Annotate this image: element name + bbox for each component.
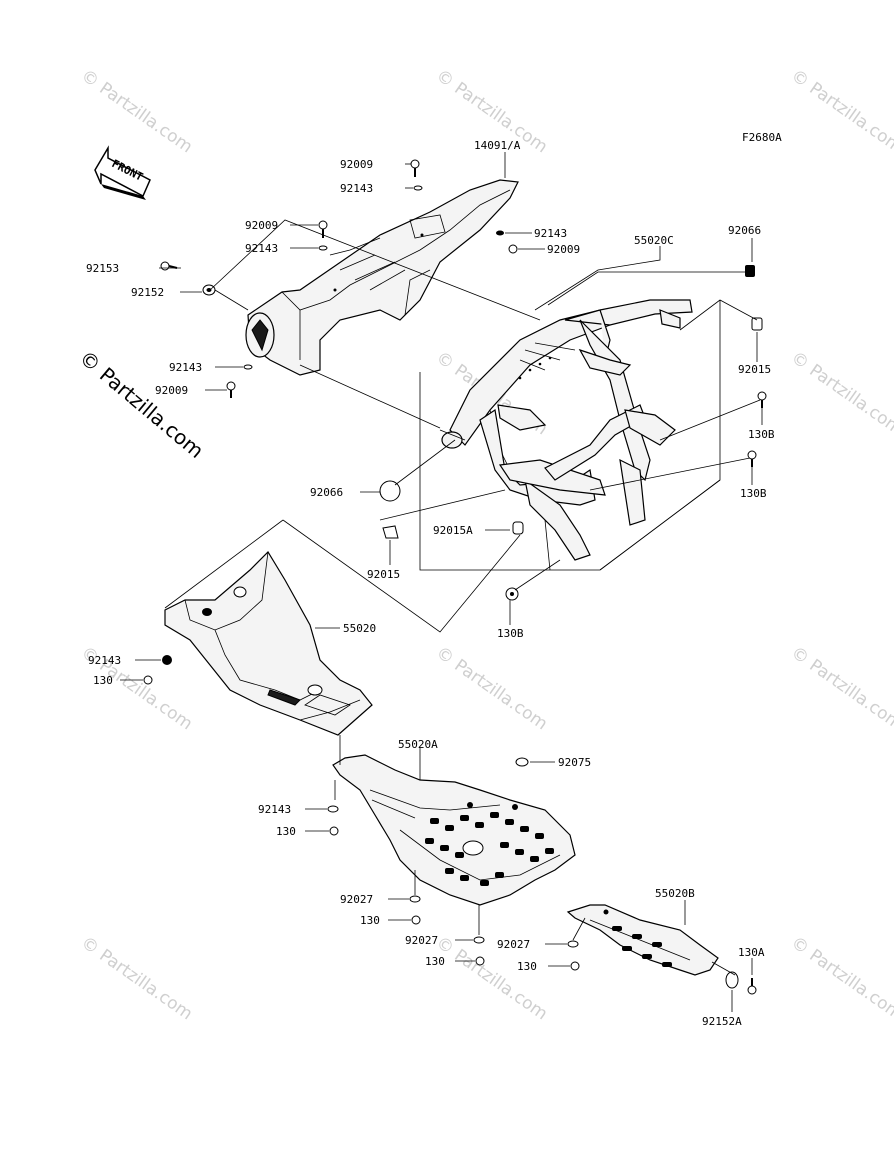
bolt-icon <box>318 220 328 238</box>
washer-icon <box>496 230 504 236</box>
watermark: © Partzilla.com <box>432 643 551 735</box>
part-label: 92153 <box>86 262 119 275</box>
clip-icon <box>751 317 763 331</box>
guard-frame-part <box>441 299 693 561</box>
part-label: 92143 <box>534 227 567 240</box>
bolt-icon <box>160 261 178 271</box>
part-label: 130 <box>276 825 296 838</box>
washer-icon <box>413 185 423 191</box>
bolt-icon <box>143 675 153 685</box>
bolt-icon <box>475 956 485 966</box>
bolt-icon <box>570 961 580 971</box>
washer-icon <box>162 655 172 665</box>
washer-icon <box>327 805 339 813</box>
part-label: 130A <box>738 946 765 959</box>
bolt-icon <box>757 391 767 408</box>
part-labels: 92009 14091/A 92143 92143 92009 92009 92… <box>86 139 775 1028</box>
bolt-icon <box>747 450 757 467</box>
watermark: © Partzilla.com <box>787 643 894 735</box>
part-label: 130 <box>517 960 537 973</box>
bolt-icon <box>747 978 757 995</box>
watermark: © Partzilla.com <box>432 933 551 1025</box>
part-label: 55020 <box>343 622 376 635</box>
part-label: 130 <box>360 914 380 927</box>
front-skid-plate-part <box>164 551 373 736</box>
washer-icon <box>725 971 739 989</box>
washer-icon <box>318 245 328 251</box>
cap-icon <box>745 265 755 277</box>
top-cover-part <box>245 179 519 376</box>
skid-plate-holes <box>425 802 554 886</box>
washer-icon <box>473 936 485 944</box>
front-arrow-icon: FRONT <box>94 145 151 200</box>
bolt-icon <box>411 915 421 925</box>
part-label: 92015 <box>367 568 400 581</box>
bolt-icon <box>505 587 519 601</box>
clip-icon <box>382 525 399 539</box>
rear-skid-plate-part <box>566 904 719 976</box>
watermark: © Partzilla.com <box>787 348 894 440</box>
middle-skid-plate-part <box>332 754 576 906</box>
part-label: 92152 <box>131 286 164 299</box>
part-label: 92143 <box>258 803 291 816</box>
bolt-icon <box>410 159 420 177</box>
part-label: 55020A <box>398 738 438 751</box>
part-label: 92015 <box>738 363 771 376</box>
nut-icon <box>508 244 518 254</box>
part-label: 130B <box>740 487 767 500</box>
figure-code: F2680A <box>742 131 782 144</box>
part-label: 92143 <box>245 242 278 255</box>
part-label: 92027 <box>340 893 373 906</box>
part-label: 92075 <box>558 756 591 769</box>
part-label: 92143 <box>88 654 121 667</box>
part-label: 92152A <box>702 1015 742 1028</box>
part-label: 92009 <box>547 243 580 256</box>
part-label: 55020C <box>634 234 674 247</box>
part-label: 130 <box>93 674 113 687</box>
part-label: 92009 <box>155 384 188 397</box>
leader-lines <box>120 152 763 1012</box>
washer-icon <box>567 940 579 948</box>
part-label: 92143 <box>169 361 202 374</box>
part-label: 130B <box>748 428 775 441</box>
grommet-icon <box>515 757 529 767</box>
part-label: 92009 <box>340 158 373 171</box>
washer-icon <box>409 895 421 903</box>
part-label: 130 <box>425 955 445 968</box>
clip-icon <box>512 521 524 535</box>
washer-icon <box>243 364 253 370</box>
part-label: 92027 <box>405 934 438 947</box>
cap-icon <box>379 480 401 502</box>
watermark: © Partzilla.com <box>77 933 196 1025</box>
part-label: 92066 <box>728 224 761 237</box>
part-label: 92009 <box>245 219 278 232</box>
part-label: 92066 <box>310 486 343 499</box>
part-label: 14091/A <box>474 139 521 152</box>
fasteners <box>143 159 767 995</box>
part-label: 55020B <box>655 887 695 900</box>
part-label: 92027 <box>497 938 530 951</box>
watermark: © Partzilla.com <box>787 66 894 158</box>
bolt-icon <box>226 381 236 398</box>
watermark: © Partzilla.com <box>787 933 894 1025</box>
watermark: © Partzilla.com <box>77 66 196 158</box>
part-label: 130B <box>497 627 524 640</box>
part-label: 92143 <box>340 182 373 195</box>
part-label: 92015A <box>433 524 473 537</box>
bolt-icon <box>329 826 339 836</box>
